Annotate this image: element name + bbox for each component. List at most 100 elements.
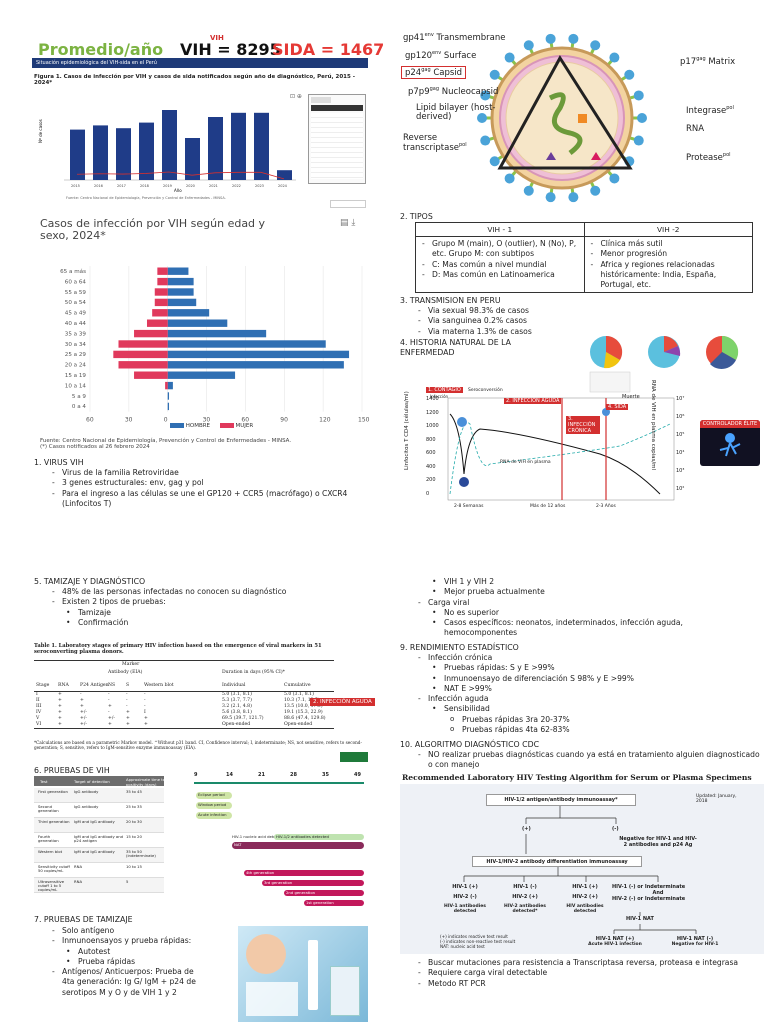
pyr-xtick: 90 bbox=[280, 417, 288, 424]
table1-cell: 10.3 (7.1, 13.5) bbox=[284, 698, 320, 703]
table1-col-header: S bbox=[126, 683, 130, 688]
pyr-xtick: 150 bbox=[358, 417, 370, 424]
document-icon[interactable]: ▤ bbox=[340, 218, 349, 228]
virion-protease-label: Proteasepol bbox=[686, 152, 731, 163]
pyr-bar-mujer bbox=[118, 340, 168, 348]
historia-xlabel-3: 2-3 Años bbox=[596, 504, 616, 509]
historia-infeccion: Infección bbox=[430, 394, 449, 399]
table1-row: V++/-+/-++69.5 (39.7, 121.7)88.6 (47.4, … bbox=[34, 716, 334, 722]
table1-cell: + bbox=[58, 698, 62, 703]
algo-box2: HIV-1/HIV-2 antibody differentiation imm… bbox=[472, 856, 642, 867]
virion-p17-label: p17gag Matrix bbox=[680, 56, 736, 67]
gp120-knob bbox=[609, 173, 620, 184]
pruebas-cell-target: RNA bbox=[74, 879, 83, 884]
virion-integrase-label: Integrasepol bbox=[686, 105, 734, 116]
chart-title: Casos de infección por VIH según edad y … bbox=[40, 217, 266, 242]
historia-ytick-left: 0 bbox=[426, 490, 430, 497]
pruebas-cell-target: IgG antibody bbox=[74, 789, 99, 794]
table1-cell: I bbox=[36, 692, 38, 697]
fig1-bar bbox=[254, 112, 269, 180]
pyr-bar-hombre bbox=[167, 381, 173, 390]
tipos-heading: 2. TIPOS bbox=[400, 212, 433, 221]
table1-cell: - bbox=[144, 698, 146, 703]
historia-ytick-left: 200 bbox=[426, 477, 436, 483]
historia-ylabel-right: RNA de VIH en plasma copias/ml bbox=[650, 380, 656, 471]
mouth-swab-photo bbox=[246, 934, 286, 974]
gen1-label: 1st generation bbox=[306, 900, 334, 905]
virion-p7p9-label: p7p9gag Nucleocapsid bbox=[408, 86, 499, 97]
historia-ytick-left: 1400 bbox=[426, 396, 439, 402]
virion-rna-label: RNA bbox=[686, 124, 705, 134]
pyr-age-label: 45 a 49 bbox=[65, 311, 87, 317]
table1-cell: +/- bbox=[80, 722, 87, 727]
chart-icons: ▤ ⤓ bbox=[340, 218, 355, 228]
virus-heading: 1. VIRUS VIH bbox=[34, 458, 84, 467]
pyr-bar-mujer bbox=[154, 288, 168, 296]
algo-c3a: HIV-1 (+) bbox=[572, 884, 598, 890]
algo-c1b: HIV-2 (-) bbox=[453, 894, 477, 900]
fig1-side-table bbox=[308, 94, 366, 184]
algo-legend-item: (-) indicates non-reactive test result bbox=[440, 939, 516, 944]
historia-tag3: 3. INFECCIÓN CRÓNICA bbox=[566, 416, 600, 434]
bottom-item: Requiere carga viral detectable bbox=[416, 968, 761, 979]
pruebas-cell-test: Western blot bbox=[38, 849, 63, 854]
pt-item: Antígenos/ Anticuerpos: Prueba de 4ta ge… bbox=[50, 967, 200, 998]
elite-controller-badge: CONTROLADOR ÉLITE bbox=[700, 420, 760, 466]
tamizaje-subitem: Tamizaje bbox=[50, 608, 370, 619]
transmision-heading: 3. TRANSMISION EN PERU bbox=[400, 296, 501, 305]
header-sida-count: SIDA = 1467 bbox=[272, 40, 385, 59]
pruebas-cell-test: Sensitivity cutoff 50 copies/mL bbox=[38, 864, 70, 874]
pyr-xtick: 120 bbox=[319, 417, 331, 424]
gp120-knob bbox=[609, 52, 620, 63]
legend-hombre: HOMBRE bbox=[185, 423, 211, 429]
algo-legend-item: NAT: nucleic acid test bbox=[440, 944, 485, 949]
algo-c1a: HIV-1 (+) bbox=[452, 884, 478, 890]
fig1-chart: ⊡ ⊕ ≡ 2015201620172018201920202021202220… bbox=[38, 93, 304, 193]
historia-ytick-right: 10² bbox=[676, 486, 685, 492]
fig1-year-label: 2020 bbox=[186, 184, 195, 188]
fig1-bar bbox=[116, 128, 131, 180]
fig1-year-label: 2022 bbox=[232, 184, 241, 188]
pruebas-cell-target: RNA bbox=[74, 864, 83, 869]
pyr-bar-hombre bbox=[167, 277, 194, 286]
download-icon[interactable]: ⤓ bbox=[351, 218, 356, 228]
window-label: Window period bbox=[198, 802, 227, 807]
bottom-list: Buscar mutaciones para resistencia a Tra… bbox=[416, 958, 761, 989]
vih-items-list: VIH 1 y VIH 2 Mejor prueba actualmente C… bbox=[416, 577, 756, 639]
table1-cell: - bbox=[126, 704, 128, 709]
table1-cell: 13.5 (10.0, 17.0) bbox=[284, 704, 323, 709]
gen4-band: 4th generation bbox=[244, 870, 364, 876]
historia-chart bbox=[447, 397, 675, 501]
pruebas-cell-target: IgG antibody bbox=[74, 804, 99, 809]
table1-col-header: RNA bbox=[58, 683, 69, 688]
historia-ytick-right: 10⁷ bbox=[676, 396, 685, 402]
tipos-vih2-item: Clínica más sutil bbox=[589, 239, 749, 250]
header-promedio: Promedio/año bbox=[38, 40, 164, 59]
test-stat-card bbox=[246, 982, 298, 1016]
fig1-bar bbox=[277, 170, 292, 180]
algo-neg-text: Negative for HIV-1 and HIV-2 antibodies … bbox=[619, 836, 697, 848]
pyr-xtick: 60 bbox=[241, 417, 249, 424]
pruebas-cell-test: Ultrasensitive cutoff 1 to 5 copies/mL bbox=[38, 879, 65, 893]
algo-col3: HIV-1 (+) HIV-2 (+) HIV antibodies detec… bbox=[560, 884, 610, 914]
transmision-item: Via sanguinea 0.2% casos bbox=[416, 316, 591, 327]
table1-marker: Marker bbox=[122, 662, 140, 667]
runner-icon bbox=[719, 433, 741, 457]
gp120-knob bbox=[489, 156, 500, 167]
table1-cell: +/- bbox=[80, 710, 87, 715]
gp120-knob bbox=[489, 69, 500, 80]
algo-c2c: HIV-2 antibodies detected* bbox=[504, 904, 546, 914]
eclipse-band: Eclipse period bbox=[196, 792, 232, 799]
integrase-marker bbox=[578, 114, 587, 123]
table1-cell: 5.3 (3.7, 7.7) bbox=[222, 698, 252, 703]
pruebas-cell-time: 35 to 45 bbox=[126, 789, 142, 794]
pyr-age-label: 40 a 44 bbox=[65, 321, 87, 327]
gen4-label: 4th generation bbox=[246, 870, 275, 875]
tamizaje-heading: 5. TAMIZAJE Y DIAGNÓSTICO bbox=[34, 577, 146, 586]
algo-box1: HIV-1/2 antigen/antibody immunoassay* bbox=[486, 794, 636, 806]
pie-legend bbox=[589, 371, 631, 393]
pruebas-cell-test: Fourth generation bbox=[38, 834, 59, 844]
fig1-pagination[interactable] bbox=[330, 200, 366, 208]
algo-c2b: HIV-2 (+) bbox=[512, 894, 538, 900]
